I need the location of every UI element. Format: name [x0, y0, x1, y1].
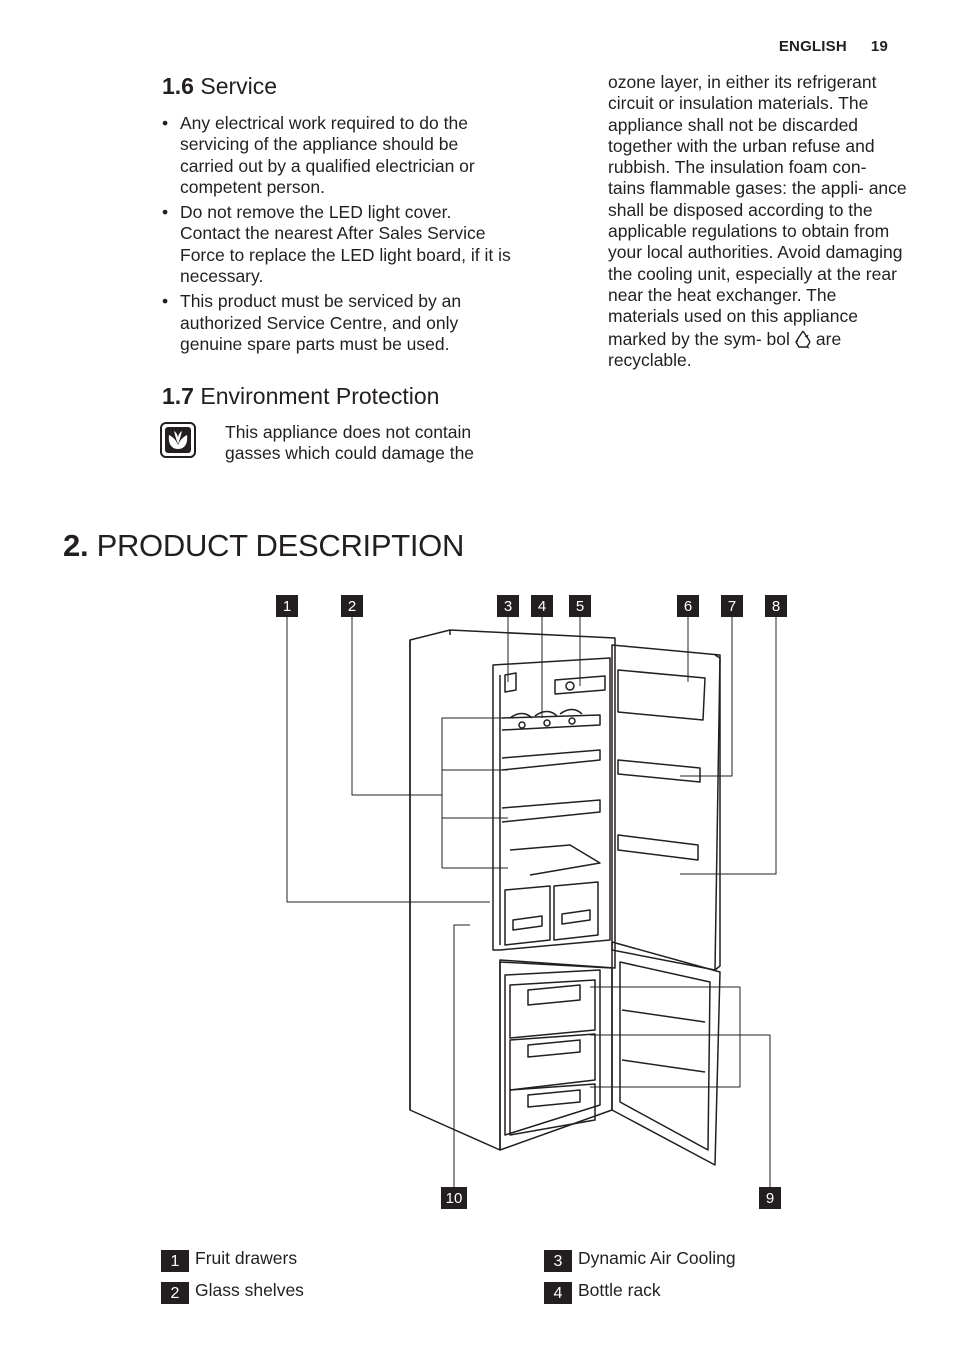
callout-10-label: 10	[446, 1190, 463, 1207]
callout-8	[765, 595, 787, 617]
environment-continuation: ozone layer, in either its refrigerant c…	[608, 72, 907, 370]
callout-6	[677, 595, 699, 617]
running-header: ENGLISH 19	[755, 38, 888, 55]
environment-intro: This appliance does not contain gasses w…	[225, 422, 475, 464]
callout-10	[441, 1187, 467, 1209]
legend-number: 2	[161, 1282, 189, 1304]
chapter-heading: 2. PRODUCT DESCRIPTION	[63, 528, 465, 563]
callout-6-label: 6	[684, 598, 692, 615]
legend-number: 3	[544, 1250, 572, 1272]
callout-2-label: 2	[348, 598, 356, 615]
section-service: 1.6 Service Any electrical work required…	[162, 72, 512, 359]
legend-item: 1 Fruit drawers	[161, 1247, 304, 1272]
callout-3-label: 3	[504, 598, 512, 615]
service-bullet-1: Any electrical work required to do the s…	[162, 113, 512, 198]
callout-9	[759, 1187, 781, 1209]
legend-left: 1 Fruit drawers 2 Glass shelves	[161, 1247, 304, 1304]
legend-label: Glass shelves	[195, 1280, 304, 1300]
callout-1-label: 1	[283, 598, 291, 615]
legend-item: 3 Dynamic Air Cooling	[544, 1247, 736, 1272]
fridge-diagram: 1 2 3 4 5 6 7 8 9 10	[276, 595, 787, 1209]
callout-9-label: 9	[766, 1190, 774, 1207]
callout-4	[531, 595, 553, 617]
section-heading-service: 1.6 Service	[162, 73, 278, 99]
recycle-icon	[795, 330, 811, 349]
callout-2	[341, 595, 363, 617]
callout-7	[721, 595, 743, 617]
legend-label: Dynamic Air Cooling	[578, 1248, 736, 1268]
callout-3	[497, 595, 519, 617]
callout-7-label: 7	[728, 598, 736, 615]
legend-item: 4 Bottle rack	[544, 1279, 736, 1304]
callout-4-label: 4	[538, 598, 546, 615]
service-bullet-2: Do not remove the LED light cover. Conta…	[162, 202, 512, 287]
service-bullet-3: This product must be serviced by an auth…	[162, 291, 512, 355]
legend-label: Fruit drawers	[195, 1248, 298, 1268]
callout-1	[276, 595, 298, 617]
page-number: 19	[870, 38, 888, 55]
legend-number: 1	[161, 1250, 189, 1272]
header-language: ENGLISH	[778, 38, 847, 55]
legend-right: 3 Dynamic Air Cooling 4 Bottle rack	[544, 1247, 736, 1304]
service-bullet-list: Any electrical work required to do the s…	[162, 113, 512, 355]
callout-8-label: 8	[772, 598, 780, 615]
section-environment: 1.7 Environment Protection	[162, 382, 512, 410]
legend-label: Bottle rack	[578, 1280, 661, 1300]
callout-5	[569, 595, 591, 617]
legend-number: 4	[544, 1282, 572, 1304]
section-heading-environment: 1.7 Environment Protection	[162, 383, 440, 409]
eco-leaf-icon	[160, 422, 196, 458]
callout-5-label: 5	[576, 598, 584, 615]
legend-item: 2 Glass shelves	[161, 1279, 304, 1304]
